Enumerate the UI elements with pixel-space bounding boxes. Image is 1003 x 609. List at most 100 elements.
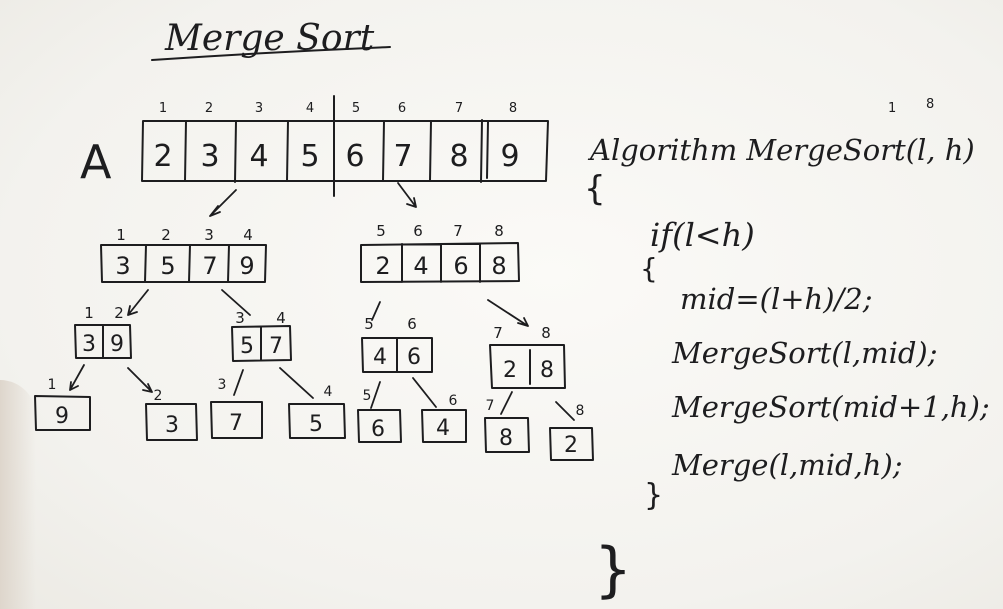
- level3-box-2: [145, 403, 198, 441]
- split-arrow-right: [397, 182, 417, 208]
- top-array-index: 3: [255, 101, 263, 116]
- split-arrow-left: [209, 189, 237, 217]
- level2-box-4: [489, 344, 566, 389]
- level1-index: 3: [204, 226, 214, 244]
- level3-box-5: [357, 409, 402, 443]
- top-array-index: 2: [205, 101, 213, 116]
- level3-cell: 4: [436, 416, 450, 441]
- level1-index: 7: [453, 222, 463, 240]
- split-arrow-l2e: [370, 381, 381, 409]
- array-label: A: [80, 135, 112, 189]
- level3-cell: 5: [309, 412, 323, 437]
- split-arrow-l1b: [221, 289, 251, 316]
- algorithm-header: Algorithm MergeSort(l, h): [587, 133, 975, 167]
- code-line-2: MergeSort(l,mid);: [671, 336, 938, 370]
- code-line-1: mid=(l+h)/2;: [680, 282, 873, 316]
- top-array-outline: [141, 120, 549, 182]
- split-arrow-l1a: [127, 289, 149, 316]
- level2-index: 8: [541, 324, 551, 342]
- split-arrow-l2f: [412, 377, 437, 408]
- level3-box-8: [549, 427, 594, 461]
- level1-right-outline: [360, 242, 520, 283]
- top-array-cell: 3: [200, 139, 219, 174]
- top-array-cell: 8: [449, 139, 468, 174]
- level2-index: 5: [364, 315, 374, 333]
- level2-cell: 4: [373, 345, 387, 370]
- level2-index: 2: [114, 304, 124, 322]
- level3-cell: 8: [499, 426, 513, 451]
- level3-box-7: [484, 417, 530, 453]
- level3-index: 1: [48, 377, 57, 393]
- top-array-cell: 2: [153, 139, 172, 174]
- top-array-dividers: [184, 95, 489, 197]
- header-superscript-2: 8: [926, 97, 934, 112]
- level1-cell: 2: [375, 252, 390, 280]
- level1-cell: 4: [413, 252, 428, 280]
- level1-cell: 8: [491, 252, 506, 280]
- level2-cell: 2: [503, 358, 517, 383]
- top-array-cell: 9: [500, 139, 519, 174]
- if-line: if(l<h): [650, 216, 755, 254]
- top-array-index: 8: [509, 101, 517, 116]
- split-arrow-l2b: [127, 367, 153, 393]
- level3-box-1: [34, 395, 91, 431]
- level1-index: 5: [376, 222, 386, 240]
- level3-index: 2: [154, 388, 163, 404]
- level2-index: 4: [276, 309, 286, 327]
- split-arrow-l2a: [69, 364, 85, 391]
- algorithm-code: Algorithm MergeSort(l, h) 1 8 { if(l<h) …: [584, 97, 990, 605]
- open-brace-inner: {: [640, 252, 658, 285]
- level3-index: 8: [576, 403, 585, 419]
- level1-index: 4: [243, 226, 253, 244]
- top-array-index: 7: [455, 101, 463, 116]
- level1-cell: 7: [202, 252, 217, 280]
- code-line-3: MergeSort(mid+1,h);: [671, 390, 990, 424]
- level2-index: 7: [493, 324, 503, 342]
- top-array-index: 5: [352, 101, 360, 116]
- level3-cell: 9: [55, 404, 69, 429]
- header-superscript-1: 1: [888, 101, 896, 116]
- level3-box-3: [210, 401, 263, 439]
- level3-index: 4: [324, 384, 333, 400]
- split-arrow-l2d: [279, 367, 314, 399]
- level1-cell: 3: [115, 252, 130, 280]
- level2-box-2: [231, 325, 292, 362]
- level2-index: 3: [235, 309, 245, 327]
- split-arrow-l1c: [371, 301, 381, 321]
- top-array-cell: 6: [345, 139, 364, 174]
- top-array-cell: 4: [249, 139, 268, 174]
- code-line-4: Merge(l,mid,h);: [671, 448, 903, 482]
- level2-cell: 5: [240, 334, 254, 359]
- title-underline: [151, 46, 391, 61]
- level3-cell: 3: [165, 413, 179, 438]
- level1-cell: 6: [453, 252, 468, 280]
- level3-index: 6: [449, 393, 458, 409]
- split-arrow-l1d: [487, 299, 529, 327]
- split-arrow-l2g: [500, 391, 513, 415]
- level2-cell: 9: [110, 332, 124, 357]
- top-array-index: 4: [306, 101, 314, 116]
- top-array-cell: 7: [393, 139, 412, 174]
- level2-cell: 3: [82, 332, 96, 357]
- level3-index: 3: [218, 377, 227, 393]
- level2-cell: 7: [269, 334, 283, 359]
- level1-index: 1: [116, 226, 126, 244]
- level3-cell: 6: [371, 417, 385, 442]
- top-array-cell: 5: [300, 139, 319, 174]
- level1-index: 8: [494, 222, 504, 240]
- level3-box-4: [288, 403, 346, 439]
- open-brace-outer: {: [584, 169, 606, 209]
- top-array-index: 1: [159, 101, 167, 116]
- level3-cell: 2: [564, 433, 578, 458]
- level3-index: 5: [363, 388, 372, 404]
- level3-box-6: [421, 409, 467, 443]
- level2-box-1: [74, 324, 132, 359]
- level2-index: 1: [84, 304, 94, 322]
- close-brace-inner: }: [644, 478, 663, 513]
